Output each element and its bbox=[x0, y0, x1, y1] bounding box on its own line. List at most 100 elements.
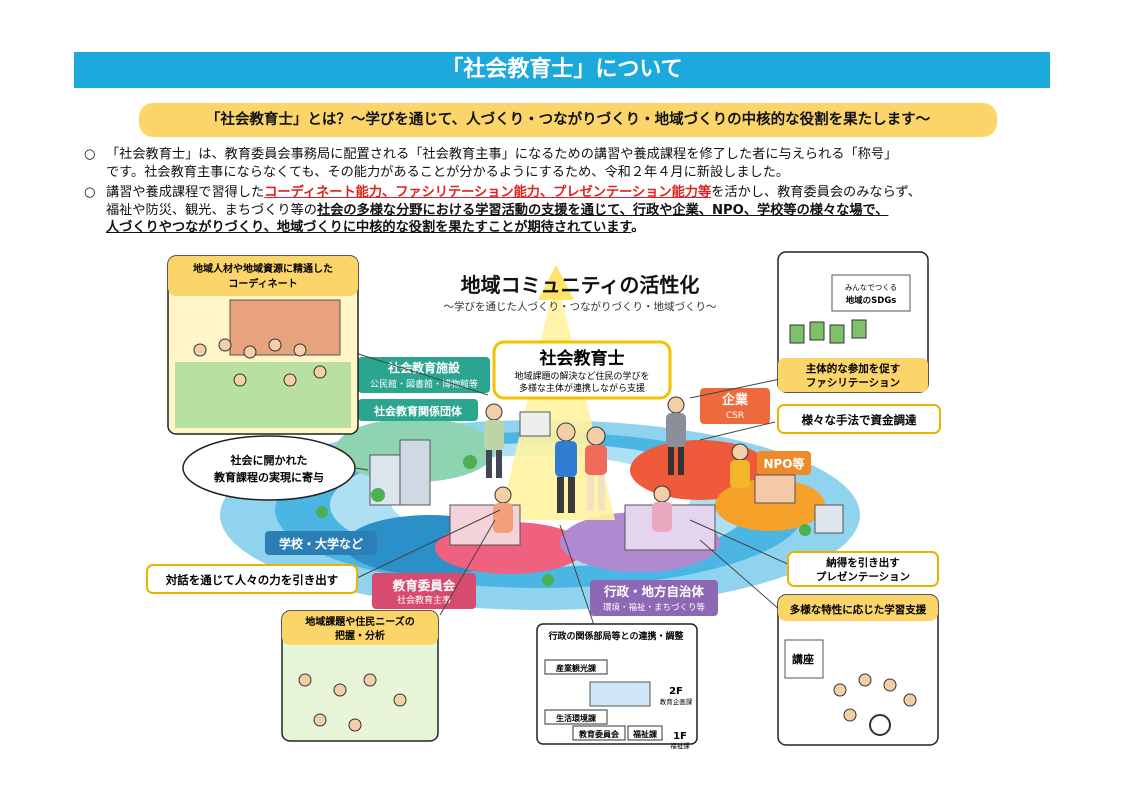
building-icon bbox=[754, 474, 796, 504]
paragraph-2-post: を活かし、教育委員会のみならず、 bbox=[711, 185, 921, 200]
tree-icon bbox=[463, 455, 477, 469]
curriculum-bubble bbox=[182, 435, 356, 501]
core-desc-2: 多様な主体が連携しながら支援 bbox=[519, 382, 645, 394]
building-icon bbox=[399, 439, 431, 506]
person-figure bbox=[493, 486, 513, 533]
dept-sign bbox=[544, 659, 608, 675]
sector-gov-text: 行政・地方自治体 bbox=[603, 584, 705, 599]
sdgs-label-1: みんなでつくる bbox=[845, 283, 897, 292]
callout-needs-1: 地域課題や住民ニーズの bbox=[305, 615, 415, 628]
beam-arrow-head bbox=[538, 265, 574, 300]
callout-curriculum-1: 社会に開かれた bbox=[230, 453, 308, 467]
sector-facility-text: 社会教育施設 bbox=[387, 360, 461, 375]
callout-facilitation-1: 主体的な参加を促す bbox=[806, 362, 901, 375]
wheelchair-icon bbox=[869, 714, 891, 736]
people-group-icon bbox=[193, 338, 327, 387]
person-figure bbox=[666, 396, 686, 475]
page-subtitle: 「社会教育士」とは？～学びを通じて、人づくり・つながりづくり・地域づくりの中核的… bbox=[139, 103, 997, 137]
paragraph-2-line-2-plain: 福祉や防災、観光、まちづくり等の bbox=[106, 202, 317, 218]
sector-company-label bbox=[700, 388, 770, 424]
sector-npo-label bbox=[757, 451, 811, 475]
callout-dialogue: 対話を通じて人々の力を引き出す bbox=[165, 573, 339, 587]
callout-presentation-1: 納得を引き出す bbox=[826, 556, 900, 569]
sdgs-label-2: 地域のSDGs bbox=[846, 295, 897, 306]
floor-2-sub: 教育企画課 bbox=[660, 697, 693, 706]
people-group-icon bbox=[833, 673, 917, 722]
callout-learning: 多様な特性に応じた学習支援 bbox=[790, 603, 927, 616]
dept-sign bbox=[544, 709, 608, 725]
floor-2: 2F bbox=[669, 686, 683, 697]
diagram-title: 地域コミュニティの活性化 bbox=[461, 273, 700, 297]
lecture-sign bbox=[784, 639, 824, 679]
callout-presentation-box bbox=[787, 551, 939, 587]
person-figure bbox=[555, 422, 577, 513]
floor-1: 1F bbox=[673, 731, 687, 742]
scene-needs-header bbox=[282, 611, 438, 645]
sector-npo-text: NPO等 bbox=[763, 456, 804, 471]
floor-1-sub: 福祉課 bbox=[670, 741, 690, 750]
sector-facility-sub: 公民館・図書館・博物館等 bbox=[370, 378, 478, 390]
tree-icon bbox=[371, 488, 385, 502]
paragraph-2-line-3-emphasis: 人づくりやつながりづくり、地域づくりに中核的な役割を果たすことが期待されています bbox=[106, 220, 632, 235]
callout-dialogue-box bbox=[146, 564, 358, 594]
core-box bbox=[492, 340, 672, 400]
tree-icon bbox=[316, 506, 328, 518]
community-diagram: 地域コミュニティの活性化 ～学びを通じた人づくり・つながりづくり・地域づくり～ … bbox=[146, 251, 941, 750]
sector-school-label bbox=[265, 531, 377, 555]
scene-learning-header bbox=[778, 595, 938, 621]
callout-coordinate-1: 地域人材や地域資源に精通した bbox=[193, 262, 333, 275]
callout-collab: 行政の関係部局等との連携・調整 bbox=[548, 630, 684, 642]
tree-icon bbox=[542, 574, 554, 586]
diagram-subtitle: ～学びを通じた人づくり・つながりづくり・地域づくり～ bbox=[444, 300, 717, 313]
connector-lines bbox=[329, 344, 791, 629]
sector-gov-sub: 環境・福祉・まちづくり等 bbox=[603, 602, 706, 613]
people-group-icon bbox=[298, 673, 407, 732]
meeting-table-icon bbox=[589, 681, 651, 707]
sector-company-sub: CSR bbox=[726, 411, 744, 421]
callout-presentation-2: プレゼンテーション bbox=[816, 570, 910, 583]
core-desc-1: 地域課題の解決など住民の学びを bbox=[514, 370, 649, 382]
lecture-label: 講座 bbox=[792, 652, 814, 666]
bullet-mark: ○ bbox=[84, 185, 96, 200]
sector-board-text: 教育委員会 bbox=[392, 578, 456, 593]
building-icon bbox=[814, 504, 844, 534]
callout-coordinate-2: コーディネート bbox=[228, 277, 297, 290]
sector-npo-blob bbox=[715, 479, 825, 531]
paragraph-2-line-2-emphasis: 社会の多様な分野における学習活動の支援を通じて、行政や企業、NPO、学校等の様々… bbox=[317, 202, 889, 218]
callout-needs-2: 把握・分析 bbox=[335, 629, 385, 642]
sector-groups-text: 社会教育関係団体 bbox=[373, 404, 463, 418]
sector-company-text: 企業 bbox=[721, 392, 749, 408]
person-figure bbox=[585, 426, 607, 511]
tree-icon bbox=[799, 524, 811, 536]
dept-env: 生活環境課 bbox=[556, 713, 597, 723]
paragraph-1-line-1: 「社会教育士」は、教育委員会事務局に配置される「社会教育主事」になるための講習や… bbox=[106, 147, 898, 162]
person-figure bbox=[730, 443, 750, 488]
sector-groups-label bbox=[358, 399, 478, 421]
dept-tourism: 産業観光課 bbox=[556, 663, 597, 673]
paragraph-2-pre: 講習や養成課程で習得した bbox=[106, 185, 265, 200]
scene-coordinate-header bbox=[168, 256, 358, 296]
callout-facilitation-2: ファシリテーション bbox=[806, 377, 900, 389]
sector-board-label bbox=[372, 573, 476, 609]
callout-funding: 様々な手法で資金調達 bbox=[802, 413, 917, 427]
screen-icon bbox=[831, 274, 911, 312]
dept-welfare: 福祉課 bbox=[632, 729, 658, 739]
scene-facilitation-footer bbox=[778, 358, 928, 392]
audience-icon bbox=[789, 319, 867, 344]
person-figure bbox=[652, 485, 672, 532]
core-title: 社会教育士 bbox=[539, 348, 625, 369]
paragraph-2: ○ 講習や養成課程で習得したコーディネート能力、ファシリテーション能力、プレゼンテ… bbox=[84, 184, 1044, 237]
dept-edu: 教育委員会 bbox=[578, 729, 619, 739]
page-title: 「社会教育士」について bbox=[74, 52, 1050, 88]
bullet-mark: ○ bbox=[84, 147, 96, 162]
sector-school-text: 学校・大学など bbox=[279, 536, 363, 551]
skills-highlight: コーディネート能力、ファシリテーション能力、プレゼンテーション能力等 bbox=[264, 185, 712, 200]
paragraph-1: ○ 「社会教育士」は、教育委員会事務局に配置される「社会教育主事」になるための講習… bbox=[84, 146, 1044, 181]
paragraph-2-line-3-end: 。 bbox=[631, 220, 645, 235]
building-icon bbox=[519, 411, 551, 437]
dept-sign bbox=[572, 725, 626, 741]
person-figure bbox=[484, 403, 504, 478]
sector-gov-label bbox=[590, 580, 718, 616]
callout-funding-box bbox=[777, 404, 941, 434]
callout-curriculum-2: 教育課程の実現に寄与 bbox=[213, 470, 324, 484]
